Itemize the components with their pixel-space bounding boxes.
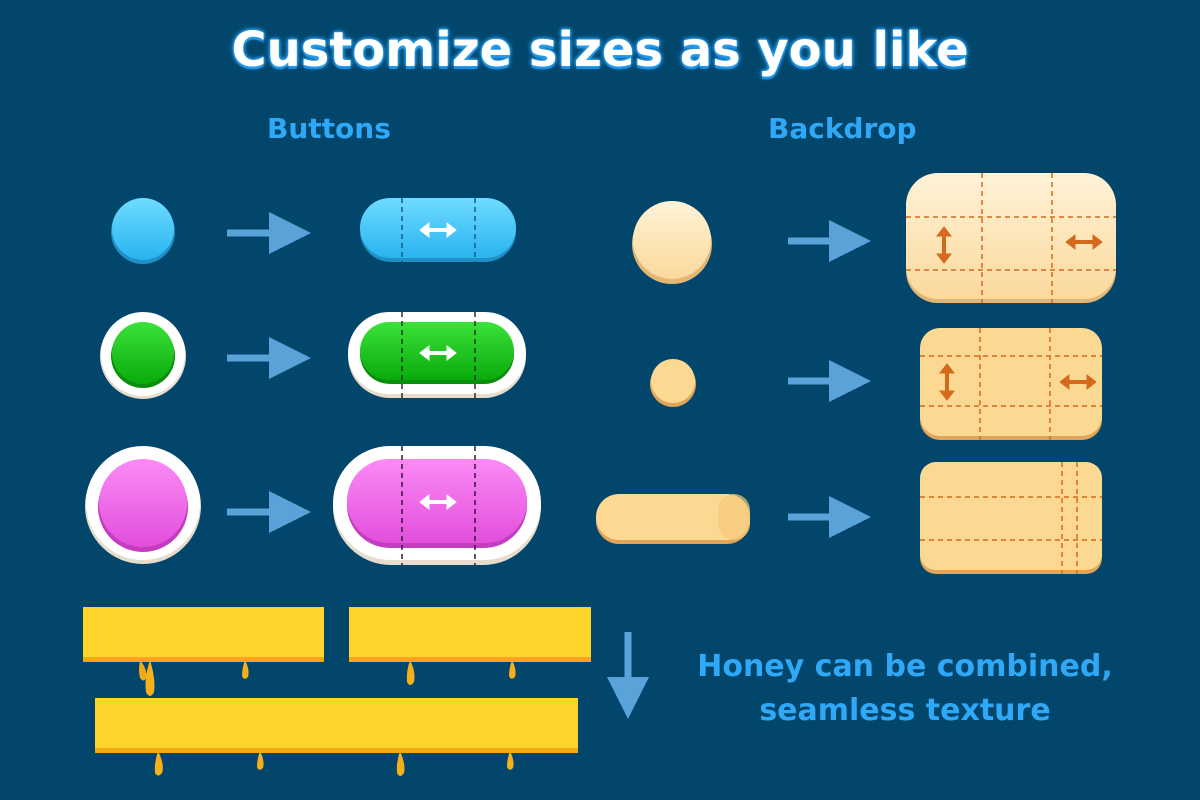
buttons-section-label: Buttons xyxy=(267,112,391,145)
backdrop-pill xyxy=(596,494,750,544)
backdrop-circle-large xyxy=(632,201,712,284)
backdrop-circle-small xyxy=(650,359,696,407)
honey-caption: Honey can be combined, seamless texture xyxy=(660,645,1150,733)
blue-button-stretched xyxy=(360,198,516,262)
page-title: Customize sizes as you like xyxy=(231,22,969,78)
green-button-small xyxy=(100,312,186,399)
backdrop-panel-large xyxy=(906,173,1116,303)
honey-caption-line1: Honey can be combined, xyxy=(697,649,1113,684)
honey-strip-right xyxy=(349,607,591,685)
backdrop-panel-textured xyxy=(920,462,1102,574)
backdrop-section-label: Backdrop xyxy=(768,112,917,145)
pink-button-small xyxy=(85,446,201,564)
backdrop-panel-medium xyxy=(920,328,1102,440)
honey-caption-line2: seamless texture xyxy=(759,693,1051,728)
blue-button-small xyxy=(111,198,175,264)
green-button-stretched xyxy=(348,312,526,398)
honey-strip-left xyxy=(83,607,324,696)
honey-strip-combined xyxy=(95,698,578,776)
pink-button-stretched xyxy=(333,446,541,565)
